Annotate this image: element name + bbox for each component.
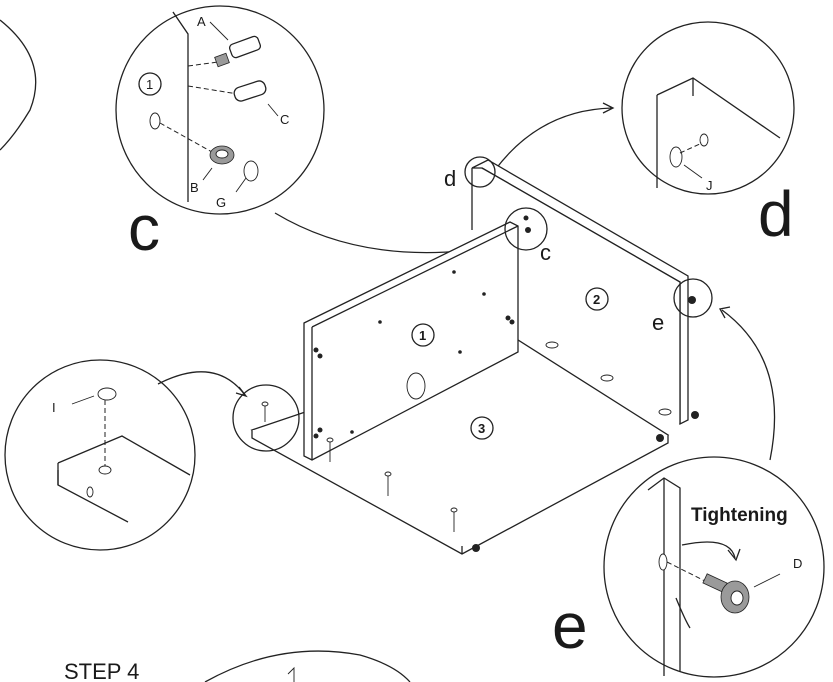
cabinet-assembly: 1 2 3 [232,156,713,555]
cam-lock-b [209,145,235,165]
part-label-d: D [793,556,802,571]
cap-g [243,160,259,182]
part-label-b: B [190,180,199,195]
arrow-d [494,107,613,171]
panel-3-number: 3 [478,421,485,436]
detail-panel-number: 1 [146,77,153,92]
detail-d-callout: J [621,21,795,195]
marker-e: e [652,310,664,335]
step-4-circle [204,650,411,682]
detail-c-callout: 1 A C B G [115,5,325,215]
connector-marks [261,215,699,552]
part-label-i: I [52,400,56,415]
step-heading: STEP 4 [64,659,139,682]
dowel-c [233,80,267,102]
tightening-label: Tightening [691,505,788,526]
arrow-i [157,371,246,396]
panel-1-number: 1 [419,328,426,343]
arrow-e [721,309,776,461]
part-label-j: J [706,178,713,193]
part-label-c: C [280,112,289,127]
part-label-g: G [216,195,226,210]
detail-c-big-letter: c [128,192,160,264]
previous-detail-circle [0,19,37,151]
dowel-a [214,35,262,68]
detail-e-big-letter: e [552,590,588,662]
marker-c: c [540,240,551,265]
marker-d: d [444,166,456,191]
connector-bolt-d [702,573,750,614]
detail-e-callout: D Tightening [603,456,825,678]
panel-1 [303,221,519,461]
detail-i-callout: I [4,359,196,551]
detail-d-big-letter: d [758,178,794,250]
panel-2-number: 2 [593,292,600,307]
part-label-a: A [197,14,206,29]
